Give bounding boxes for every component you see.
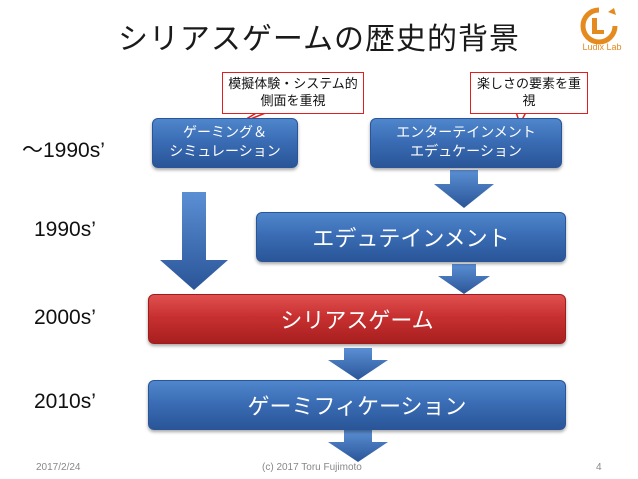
box-gaming-simulation: ゲーミング＆ シミュレーション [152, 118, 298, 168]
box-edutainment: エデュテインメント [256, 212, 566, 262]
callout-fun-elements: 楽しさの要素を重視 [470, 72, 588, 114]
era-label-1990s: 1990s’ [34, 218, 96, 241]
box-gamification: ゲーミフィケーション [148, 380, 566, 430]
logo-text: Ludix Lab [582, 42, 622, 52]
era-label-2000s: 2000s’ [34, 306, 96, 329]
era-label-pre-1990s: 〜1990s’ [22, 139, 105, 162]
footer-date: 2017/2/24 [36, 462, 81, 473]
callout-simulation: 模擬体験・システム的側面を重視 [222, 72, 364, 114]
box-serious-game: シリアスゲーム [148, 294, 566, 344]
footer-copyright: (c) 2017 Toru Fujimoto [262, 462, 362, 473]
arrow-edutainment-to-serious [438, 264, 490, 294]
box-entertainment-education: エンターテインメント エデュケーション [370, 118, 562, 168]
arrow-entertainment-to-edutainment [434, 170, 494, 208]
ludix-lab-logo [568, 6, 630, 64]
logo-icon [580, 7, 618, 45]
slide-title: シリアスゲームの歴史的背景 [117, 22, 521, 57]
arrow-gaming-to-serious [160, 192, 228, 290]
arrow-gamification-down [328, 430, 388, 462]
era-label-2010s: 2010s’ [34, 390, 96, 413]
footer-page-number: 4 [596, 462, 602, 473]
arrow-serious-to-gamification [328, 348, 388, 380]
